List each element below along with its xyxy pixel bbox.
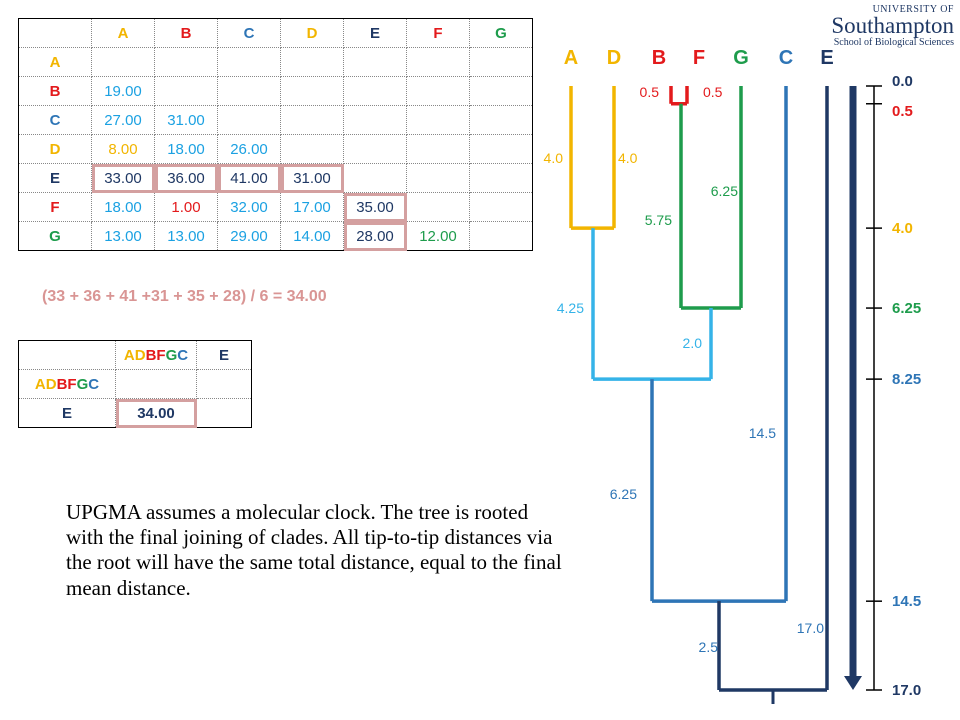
- leaf-label-a: A: [564, 47, 578, 69]
- branch-label-adbfgc: 2.5: [699, 639, 719, 655]
- reduced-matrix: ADBFGC E ADBFGC E 34.00: [18, 340, 252, 428]
- matrix-cell: 28.00: [343, 221, 407, 251]
- matrix-cell: 1.00: [154, 192, 218, 222]
- matrix-cell: [343, 163, 407, 193]
- mean-distance-formula: (33 + 36 + 41 +31 + 35 + 28) / 6 = 34.00: [42, 288, 327, 305]
- matrix-col-header: D: [280, 18, 344, 48]
- reduced-value-cell: 34.00: [115, 398, 197, 428]
- branch-label-bfg: 2.0: [683, 335, 703, 351]
- cluster-letter-c: C: [88, 375, 100, 393]
- matrix-col-header: E: [343, 18, 407, 48]
- leaf-label-f: F: [693, 47, 705, 69]
- reduced-col-header-cluster: ADBFGC: [115, 340, 197, 370]
- cluster-letter-a: A: [34, 375, 46, 393]
- reduced-cell: [115, 369, 197, 399]
- branch-label-ad: 4.25: [557, 300, 584, 316]
- matrix-cell: [469, 76, 533, 106]
- matrix-col-header: C: [217, 18, 281, 48]
- branch-label-b: 0.5: [640, 84, 660, 100]
- cluster-letter-b: B: [56, 375, 68, 393]
- cluster-letter-f: F: [67, 375, 77, 393]
- scale-tick-label: 4.0: [892, 220, 913, 237]
- matrix-cell: [217, 47, 281, 77]
- cluster-letter-f: F: [156, 346, 166, 364]
- scale-tick-label: 6.25: [892, 300, 921, 317]
- leaf-label-b: B: [652, 47, 666, 69]
- matrix-cell: [217, 105, 281, 135]
- logo-line-3: School of Biological Sciences: [833, 37, 954, 48]
- reduced-row-header-e: E: [18, 398, 116, 428]
- matrix-cell: [469, 221, 533, 251]
- matrix-col-header: B: [154, 18, 218, 48]
- branch-label-d: 4.0: [618, 150, 638, 166]
- leaf-label-d: D: [607, 47, 621, 69]
- upgma-note: UPGMA assumes a molecular clock. The tre…: [66, 500, 562, 600]
- matrix-cell: [280, 105, 344, 135]
- matrix-cell: 27.00: [91, 105, 155, 135]
- branch-label-a: 4.0: [544, 150, 564, 166]
- leaf-label-c: C: [779, 47, 793, 69]
- cluster-letter-d: D: [134, 346, 146, 364]
- logo-line-2: Southampton: [831, 13, 954, 38]
- matrix-col-header: F: [406, 18, 470, 48]
- cluster-letter-a: A: [123, 346, 135, 364]
- matrix-cell: [91, 47, 155, 77]
- matrix-cell: [406, 134, 470, 164]
- cluster-letter-c: C: [177, 346, 189, 364]
- matrix-cell: [406, 192, 470, 222]
- branch-label-g: 6.25: [711, 183, 738, 199]
- matrix-cell: 36.00: [154, 163, 218, 193]
- matrix-cell: 13.00: [91, 221, 155, 251]
- reduced-cell: [196, 369, 252, 399]
- matrix-cell: [469, 47, 533, 77]
- branch-label-bf: 5.75: [645, 212, 672, 228]
- scale-tick-label: 0.5: [892, 103, 913, 120]
- matrix-cell: [406, 105, 470, 135]
- matrix-cell: 12.00: [406, 221, 470, 251]
- leaf-label-e: E: [820, 47, 833, 69]
- leaf-label-g: G: [733, 47, 749, 69]
- branch-label-c: 14.5: [749, 425, 776, 441]
- matrix-cell: 14.00: [280, 221, 344, 251]
- cluster-letter-g: G: [76, 375, 89, 393]
- matrix-cell: 31.00: [154, 105, 218, 135]
- matrix-cell: 19.00: [91, 76, 155, 106]
- matrix-cell: [343, 134, 407, 164]
- time-arrow-head: [844, 676, 862, 690]
- logo-line-1: UNIVERSITY OF: [872, 4, 954, 15]
- matrix-cell: 13.00: [154, 221, 218, 251]
- branch-label-e: 17.0: [797, 620, 824, 636]
- reduced-row-header-cluster: ADBFGC: [18, 369, 116, 399]
- branch-label-f: 0.5: [703, 84, 723, 100]
- matrix-row-header: G: [18, 221, 92, 251]
- matrix-col-header: G: [469, 18, 533, 48]
- branch-label-adbfg: 6.25: [610, 486, 637, 502]
- reduced-cell: [196, 398, 252, 428]
- matrix-row-header: F: [18, 192, 92, 222]
- cluster-letter-g: G: [165, 346, 178, 364]
- scale-tick-label: 8.25: [892, 371, 921, 388]
- matrix-cell: 31.00: [280, 163, 344, 193]
- scale-tick-label: 14.5: [892, 593, 921, 610]
- cluster-letter-b: B: [145, 346, 157, 364]
- scale-tick-label: 0.0: [892, 73, 913, 90]
- cluster-letter-d: D: [45, 375, 57, 393]
- scale-tick-label: 17.0: [892, 682, 921, 699]
- matrix-cell: 35.00: [343, 192, 407, 222]
- university-logo: UNIVERSITY OF Southampton School of Biol…: [831, 4, 954, 48]
- matrix-cell: 29.00: [217, 221, 281, 251]
